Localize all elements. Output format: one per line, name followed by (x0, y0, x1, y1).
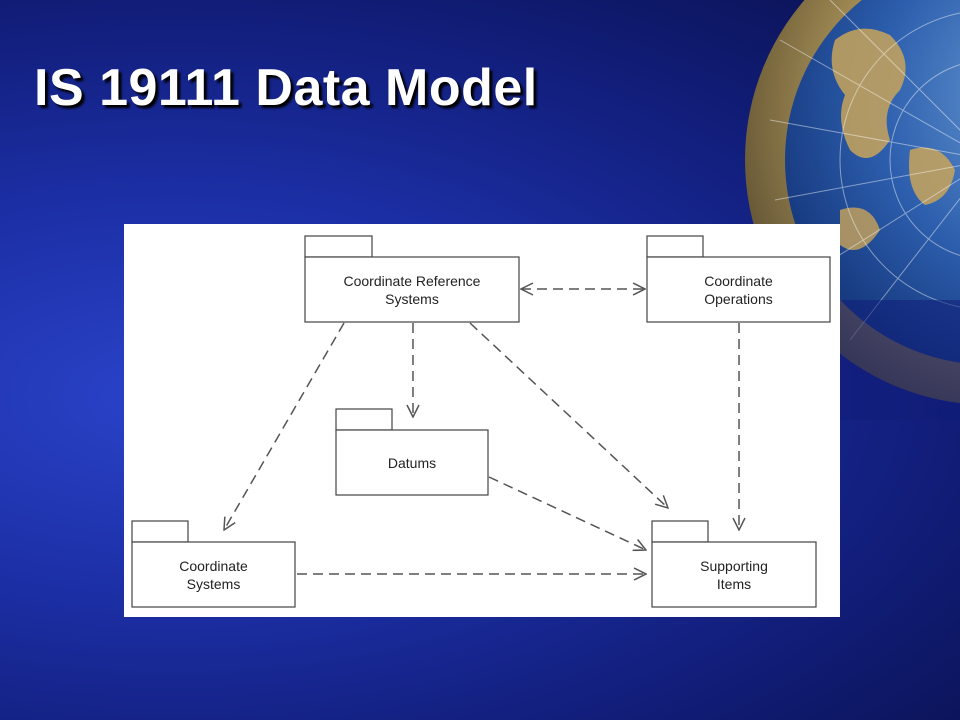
package-label-datums: Datums (336, 430, 488, 495)
package-label-line: Coordinate (704, 272, 773, 289)
uml-package-diagram: Coordinate Reference Systems Coordinate … (124, 224, 840, 617)
dependency-crs-cs (224, 322, 345, 530)
package-label-ops: Coordinate Operations (647, 257, 830, 322)
package-label-line: Systems (186, 575, 241, 592)
dependency-crs-support (469, 322, 668, 508)
globe-land (831, 28, 906, 159)
package-label-line: Coordinate (179, 557, 248, 574)
package-datums (335, 408, 489, 496)
package-coordinate-reference-systems (304, 235, 520, 323)
globe-land (840, 207, 880, 250)
package-coordinate-systems (131, 520, 296, 608)
package-label-line: Supporting (700, 557, 768, 574)
package-coordinate-operations (646, 235, 831, 323)
package-label-line: Items (716, 575, 752, 592)
package-label-line: Operations (704, 290, 773, 307)
dependency-datums-support (488, 476, 646, 550)
globe-land (909, 147, 955, 205)
package-label-line: Systems (385, 290, 439, 307)
package-label-support: Supporting Items (652, 542, 816, 607)
package-label-line: Coordinate Reference (343, 272, 481, 289)
package-label-cs: Coordinate Systems (132, 542, 295, 607)
package-supporting-items (651, 520, 817, 608)
package-label-line: Datums (387, 454, 437, 471)
slide-title: IS 19111 Data Model (34, 59, 538, 117)
package-label-crs: Coordinate Reference Systems (305, 257, 519, 322)
